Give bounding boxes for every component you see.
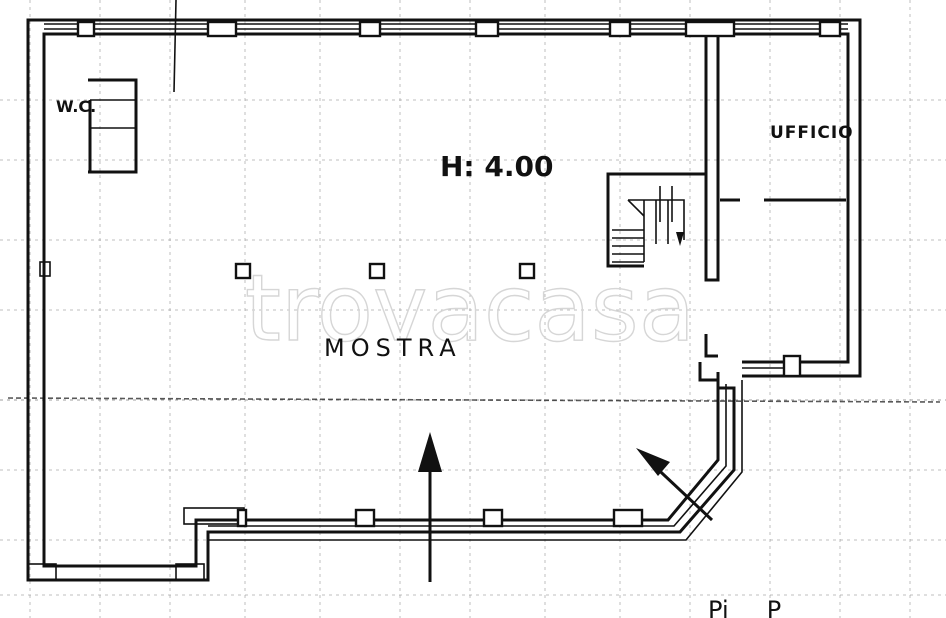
wc-partitions	[88, 78, 138, 174]
showroom-label: MOSTRA	[324, 334, 462, 362]
structural-columns	[76, 20, 842, 528]
office-label: UFFICIO	[770, 123, 854, 143]
main-entrance-arrow-icon	[418, 432, 442, 472]
exterior-walls	[26, 18, 862, 582]
staircase	[606, 172, 706, 268]
wc-label: W.C.	[56, 97, 96, 116]
watermark-text: trovacasa	[245, 255, 695, 362]
entrance-arrows	[418, 432, 714, 582]
stair-arrow-icon	[676, 232, 684, 246]
drawing-title-fragment: Pi P	[708, 596, 781, 618]
ceiling-height-label: H: 4.00	[440, 150, 553, 183]
sketch-marks	[7, 0, 941, 403]
office-partitions	[704, 36, 846, 369]
side-entrance-arrow-icon	[636, 448, 670, 476]
